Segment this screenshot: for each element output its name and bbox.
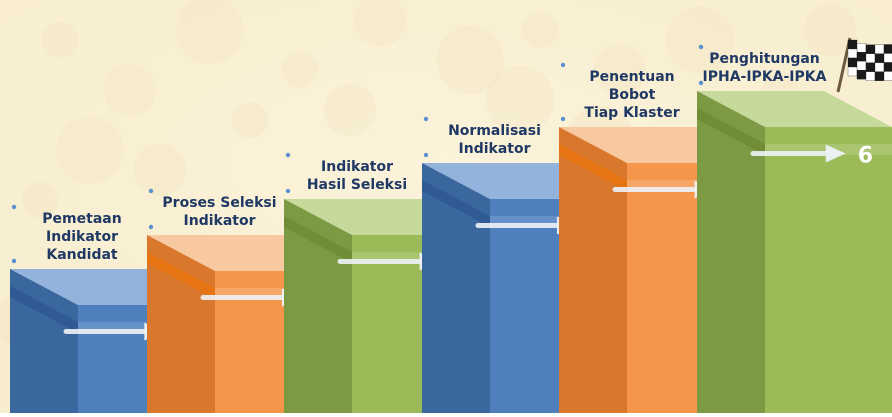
label-bullet [148,188,154,194]
label-bullet [560,116,566,122]
label-bullet [698,44,704,50]
label-bullet [560,62,566,68]
step-stripe [422,180,490,227]
step-front-face [765,127,892,413]
step-stripe [284,216,352,263]
step-stripe [10,286,78,333]
step-top-face [697,91,892,127]
step-side-face [697,91,765,413]
step-number: 6 [858,144,873,169]
label-bullet [285,152,291,158]
checkered-flag-icon [836,37,892,93]
label-bullet [11,204,17,210]
step-stripe [147,252,215,299]
step-side-face [559,127,627,413]
step-4: 4NormalisasiIndikator [422,116,627,413]
step-3: 3IndikatorHasil Seleksi [284,152,490,413]
step-side-face [422,163,490,413]
step-stripe [697,108,765,155]
label-bullet [285,188,291,194]
step-stripe [559,144,627,191]
label-bullet [423,152,429,158]
label-bullet [698,80,704,86]
label-bullet [11,258,17,264]
step-arrow-head [825,144,846,163]
label-bullet [423,116,429,122]
label-bullet [148,224,154,230]
